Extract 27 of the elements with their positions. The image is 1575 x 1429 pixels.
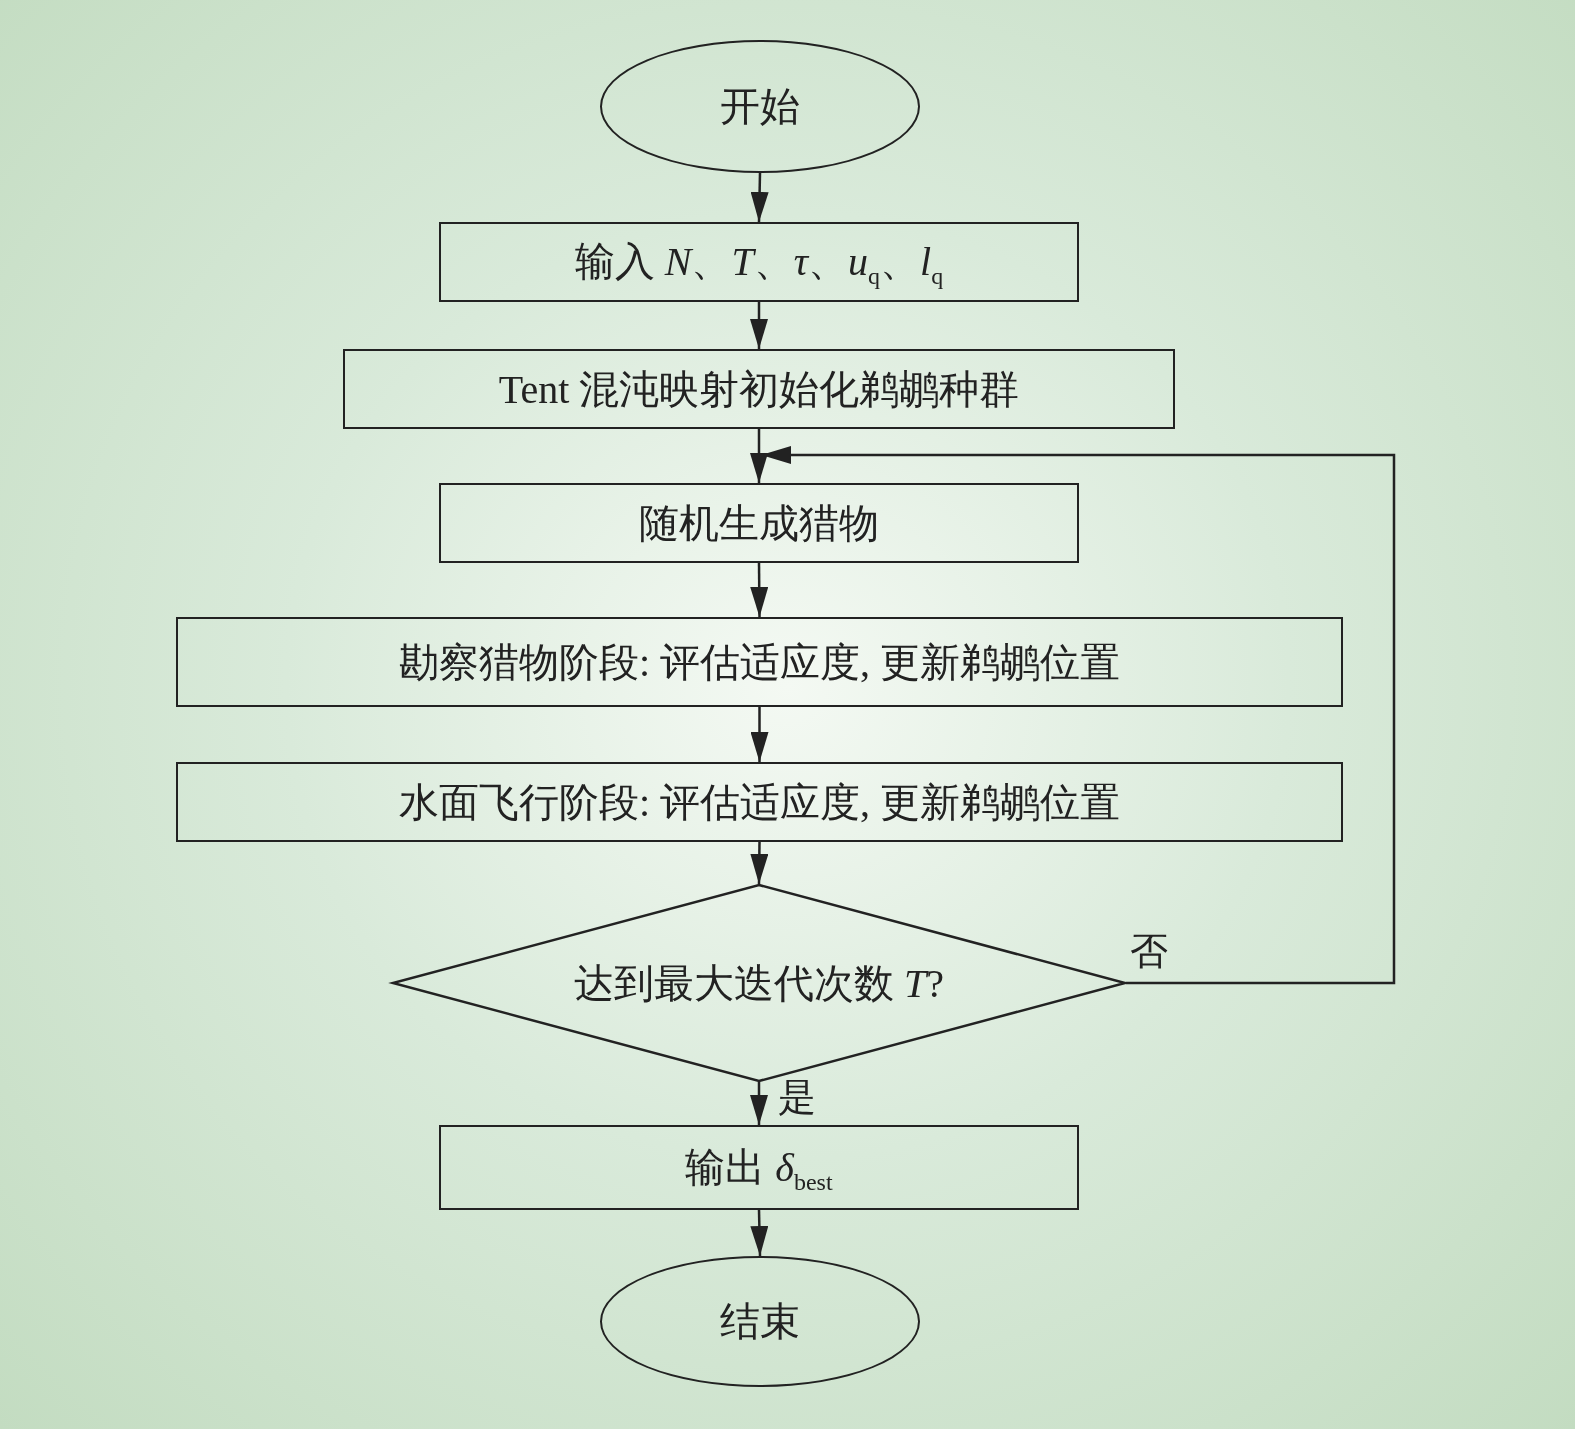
arrow xyxy=(750,707,769,762)
terminal-ellipse xyxy=(600,40,920,173)
process-box xyxy=(439,1125,1079,1210)
node-text: 随机生成猎物 xyxy=(639,499,879,548)
arrow xyxy=(750,1082,768,1125)
process-box xyxy=(176,617,1343,707)
arrow xyxy=(750,302,768,349)
process-box xyxy=(343,349,1175,429)
node-text: 开始 xyxy=(720,83,800,131)
node-text: 勘察猎物阶段: 评估适应度, 更新鹈鹕位置 xyxy=(398,638,1121,687)
edge-label: 是 xyxy=(778,1075,816,1120)
arrow xyxy=(750,563,769,617)
terminal-ellipse xyxy=(600,1256,920,1387)
node-text: 达到最大迭代次数 T? xyxy=(574,959,944,1008)
arrow xyxy=(750,842,769,884)
node-text: 输入 N、T、τ、u$_{q}$、l$_{q}$ xyxy=(574,238,944,290)
arrow xyxy=(750,172,769,223)
process-box xyxy=(439,483,1079,563)
edge-label: 否 xyxy=(1130,929,1168,974)
node-text: 输出 δ$_{best}$ xyxy=(685,1143,833,1196)
process-box xyxy=(176,762,1343,842)
node-text: Tent 混沌映射初始化鹈鹕种群 xyxy=(498,365,1020,414)
node-text: 水面飞行阶段: 评估适应度, 更新鹈鹕位置 xyxy=(398,778,1121,827)
arrow xyxy=(750,1209,769,1257)
node-text: 结束 xyxy=(720,1298,800,1346)
process-box xyxy=(439,222,1079,302)
arrow xyxy=(750,429,768,483)
